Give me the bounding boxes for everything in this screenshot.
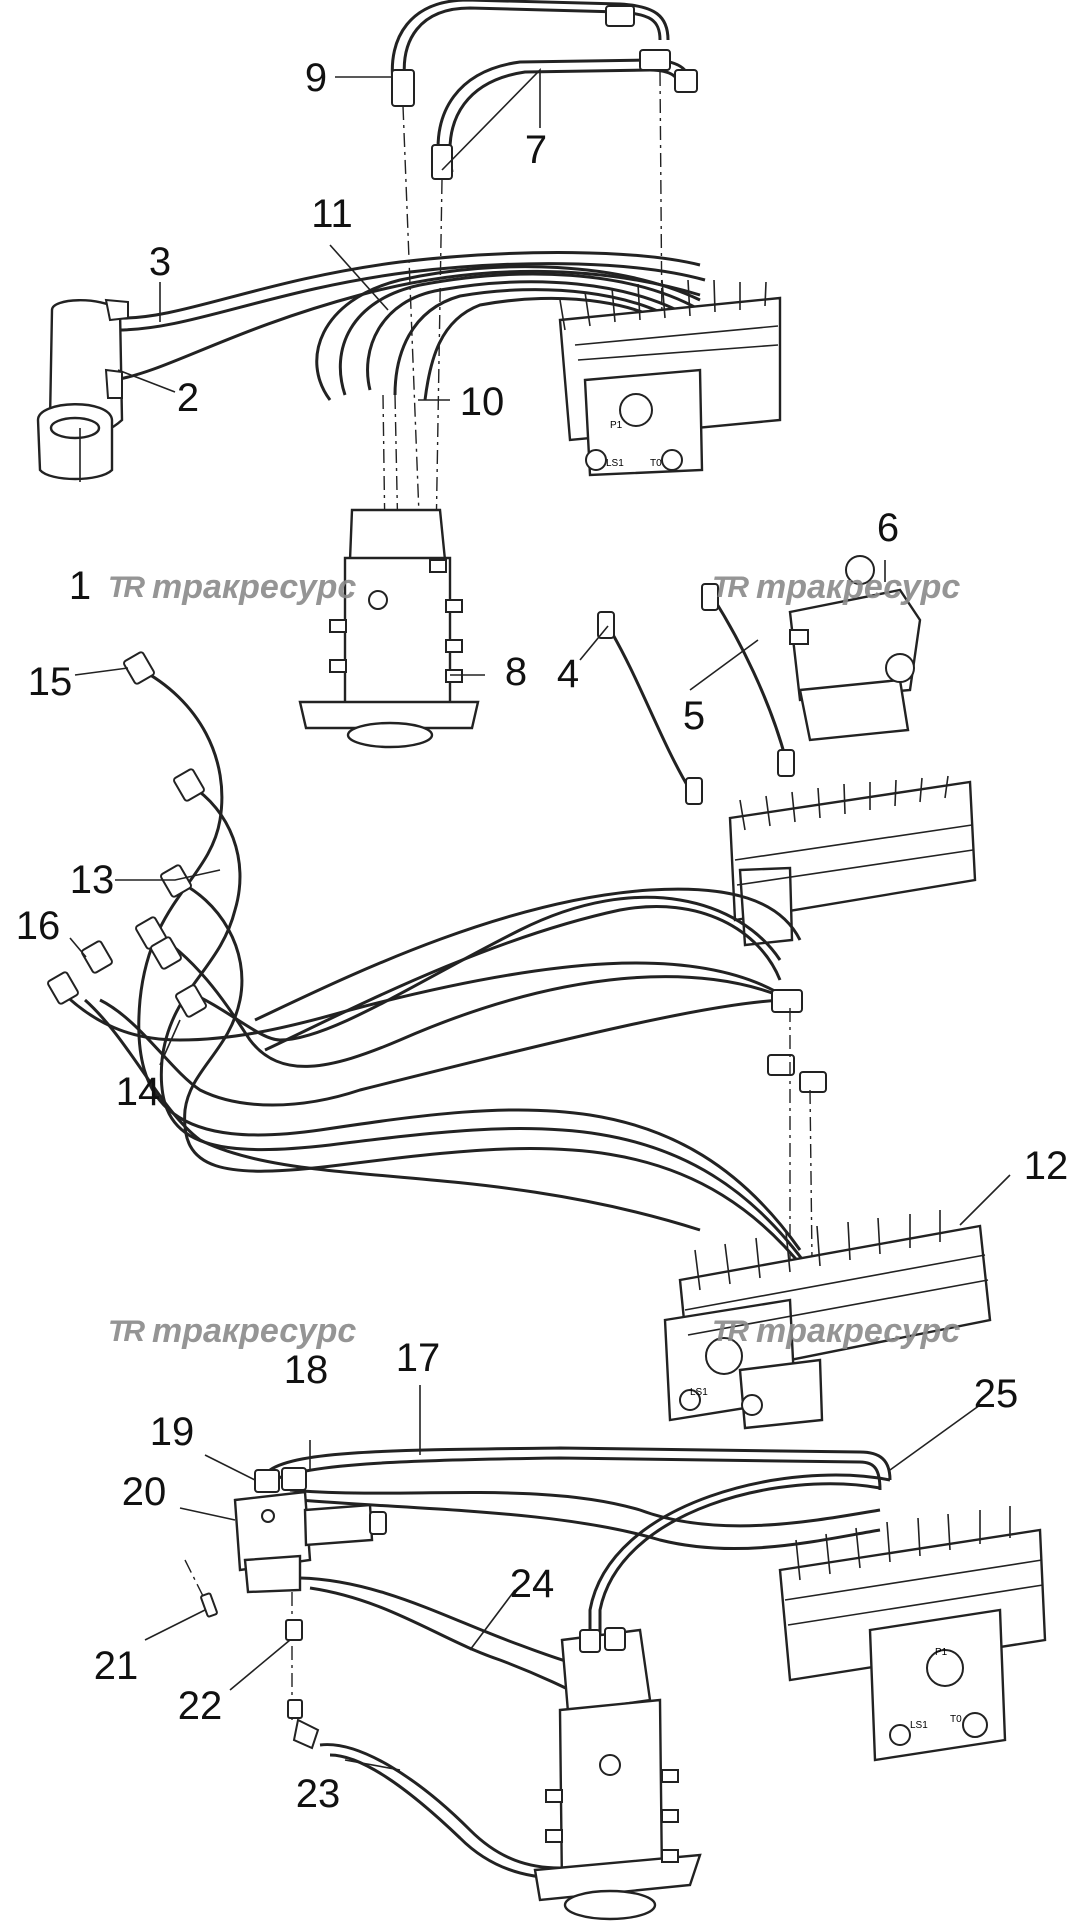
hose-9 [390, 0, 670, 83]
watermark-top-right: TR тракресурс [712, 568, 960, 607]
valve-mark-t0-bottom: T0 [950, 1714, 962, 1725]
hose-17 [269, 1446, 892, 1491]
hose-25 [588, 1473, 891, 1640]
hose-23 [319, 1743, 561, 1880]
part-label-12: 12 [1023, 1144, 1069, 1188]
part-label-23: 23 [295, 1772, 341, 1816]
watermark-text: тракресурс [152, 568, 357, 606]
swivel-joint-bottom [533, 1627, 702, 1921]
valve-mark-ls1-top: LS1 [606, 458, 624, 469]
watermark-top-left: TR тракресурс [108, 568, 356, 607]
part-label-15: 15 [27, 660, 73, 704]
part-label-20: 20 [121, 1470, 167, 1514]
part-label-8: 8 [504, 650, 528, 694]
part-label-17: 17 [395, 1336, 441, 1380]
part-label-11: 11 [311, 192, 353, 236]
watermark-text: тракресурс [152, 1312, 357, 1350]
part-label-18: 18 [283, 1348, 329, 1392]
part-label-22: 22 [177, 1684, 223, 1728]
valve-mark-ls1-12: LS1 [690, 1387, 708, 1398]
hose-bundle-bottom [289, 1488, 881, 1702]
watermark-middle-left: TR тракресурс [108, 1312, 356, 1351]
leader-lines [69, 68, 1011, 1771]
valve-mark-p1-top: P1 [610, 420, 623, 431]
watermark-logo: TR [108, 570, 145, 604]
hose-5 [701, 583, 795, 777]
swivel-joint-8 [298, 508, 480, 749]
valve-block-20 [233, 1467, 387, 1594]
valve-mark-t0-top: T0 [650, 458, 662, 469]
part-label-10: 10 [459, 380, 505, 424]
part-label-3: 3 [148, 240, 172, 284]
part-label-13: 13 [69, 858, 115, 902]
part-label-2: 2 [176, 376, 200, 420]
fitting-22 [285, 1592, 320, 1750]
part-label-16: 16 [15, 904, 61, 948]
watermark-middle-right: TR тракресурс [712, 1312, 960, 1351]
part-label-19: 19 [149, 1410, 195, 1454]
part-label-14: 14 [115, 1070, 161, 1114]
watermark-logo: TR [712, 1314, 749, 1348]
valve-mark-ls1-bottom: LS1 [910, 1720, 928, 1731]
part-label-25: 25 [973, 1372, 1019, 1416]
part-label-9: 9 [304, 56, 328, 100]
watermark-logo: TR [108, 1314, 145, 1348]
part-label-24: 24 [509, 1562, 555, 1606]
pump-1 [36, 298, 129, 481]
watermark-text: тракресурс [756, 568, 961, 606]
hose-bundle-middle [58, 666, 822, 1291]
hose-7 [436, 58, 692, 173]
part-label-6: 6 [876, 506, 900, 550]
fittings-middle [47, 651, 827, 1093]
control-valve-top: P1 LS1 T0 [558, 279, 782, 477]
pilot-valve-6 [788, 555, 922, 742]
centerlines-middle [789, 1008, 813, 1261]
part-label-1: 1 [68, 564, 92, 608]
control-valve-bottom: P1 LS1 T0 [778, 1506, 1047, 1762]
fitting-21 [184, 1559, 218, 1618]
part-label-7: 7 [524, 128, 548, 172]
watermark-logo: TR [712, 570, 749, 604]
part-label-4: 4 [556, 652, 580, 696]
part-label-21: 21 [93, 1644, 139, 1688]
watermark-text: тракресурс [756, 1312, 961, 1350]
part-label-5: 5 [682, 694, 706, 738]
control-valve-12: LS1 [663, 1210, 992, 1430]
control-valve-middle [728, 775, 977, 947]
hose-bundle-top [315, 265, 701, 401]
hose-4 [597, 611, 703, 805]
valve-mark-p1-bottom: P1 [935, 1647, 948, 1658]
fittings-top [391, 5, 698, 180]
